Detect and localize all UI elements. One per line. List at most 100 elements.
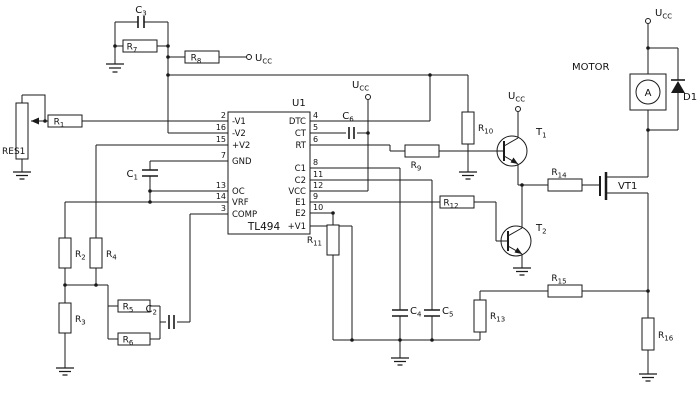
label-c3: C3 [135,5,146,18]
resistor-r15 [547,284,583,298]
resistor-r14 [547,178,583,192]
pin-num: 16 [216,123,226,132]
wires [21,21,679,374]
pin-name-gnd: GND [232,157,252,167]
ground-symbol [13,171,31,180]
pin-name-v2neg: -V2 [232,129,246,139]
pin-name-e2: E2 [295,209,306,219]
resistor-r5 [117,299,151,313]
ground-symbol [639,373,657,382]
label-r4: R4 [106,250,117,262]
label-r14: R14 [551,168,567,180]
ucc-terminal [365,94,371,100]
pin-name-v1neg: -V1 [232,117,246,127]
label-res1: RES1 [2,147,25,157]
pin-name-v1pos: +V1 [288,222,306,232]
label-u1: U1 [292,98,306,109]
label-r8: R8 [191,54,202,66]
resistor-r16 [641,317,655,351]
res1-wiper-arrow [31,117,39,125]
resistor-r2 [58,237,72,269]
label-ucc-4: UCC [655,8,672,21]
label-motor: MOTOR [572,62,609,73]
pin-num: 10 [313,203,323,212]
pin-name-dtc: DTC [289,117,306,127]
ic-left-pin-numbers: 2 16 15 7 13 14 3 [216,111,226,213]
capacitor-c5 [424,309,440,317]
label-r1: R1 [54,118,65,130]
pin-name-vcc: VCC [288,187,306,197]
resistor-r1 [47,114,83,128]
label-r12: R12 [443,199,458,211]
resistor-r4 [89,237,103,269]
t2-emitter-arrow [514,247,522,254]
label-ucc-2: UCC [352,80,369,93]
ic-right-pin-names: DTC CT RT C1 C2 VCC E1 E2 +V1 [288,117,307,232]
resistor-r6 [117,332,151,346]
pin-num: 2 [221,111,226,120]
transistor-t2 [500,225,532,257]
pin-num: 15 [216,135,226,144]
ground-symbol [391,357,409,366]
label-t1: T1 [535,127,547,140]
label-r2: R2 [75,250,86,262]
pin-name-ct: CT [295,129,307,139]
label-c1: C1 [127,169,138,182]
label-c4: C4 [410,306,422,319]
resistor-r13 [473,299,487,333]
pin-num: 12 [313,181,323,190]
ground-symbol [459,171,477,180]
pin-num: 4 [313,111,318,120]
pin-num: 9 [313,192,318,201]
resistor-r11 [326,224,340,256]
label-tl494: TL494 [247,221,281,233]
pin-name-v2pos: +V2 [232,141,250,151]
ic-u1-body [227,111,311,235]
pin-name-e1: E1 [295,198,306,208]
label-c6: C6 [342,111,354,124]
t1-emitter-arrow [510,157,518,164]
label-ucc-1: UCC [255,53,272,66]
label-c2: C2 [146,304,157,317]
resistor-r8 [184,50,220,64]
junction-dots [43,44,650,342]
transistor-t1 [496,135,528,167]
ucc-terminal [246,54,252,60]
label-r9: R9 [411,161,422,173]
ucc-terminal [515,106,521,112]
pin-name-rt: RT [296,141,307,151]
pin-num: 7 [221,151,226,160]
resistor-r3 [58,302,72,334]
pin-num: 5 [313,123,318,132]
label-r5: R5 [123,303,134,315]
capacitor-c2 [168,315,175,329]
capacitor-c1 [142,169,158,177]
potentiometer-res1 [15,102,29,160]
motor-ammeter-circle [635,79,661,105]
label-ucc-3: UCC [508,91,525,104]
ground-symbol [56,367,74,376]
resistor-r9 [404,144,440,158]
ucc-terminal [645,18,651,24]
ic-left-pin-names: -V1 -V2 +V2 GND OC VRF COMP [232,117,257,220]
label-d1: D1 [683,92,697,103]
pin-num: 13 [216,181,226,190]
pin-num: 3 [221,204,226,213]
label-r6: R6 [123,336,134,348]
mosfet-vt1 [599,172,608,200]
capacitor-c4 [392,309,408,317]
label-r3: R3 [75,315,86,327]
label-r16: R16 [658,331,674,343]
label-ammeter: A [645,88,652,99]
pin-num: 11 [313,170,323,179]
label-t2: T2 [535,223,547,236]
ic-right-pin-numbers: 4 5 6 8 11 12 9 10 [313,111,323,212]
capacitor-c6 [348,127,355,139]
label-r13: R13 [490,312,505,324]
pin-name-c2: C2 [295,176,306,186]
pin-name-vrf: VRF [232,198,249,208]
ground-symbol [106,63,124,73]
resistor-r12 [439,195,475,209]
